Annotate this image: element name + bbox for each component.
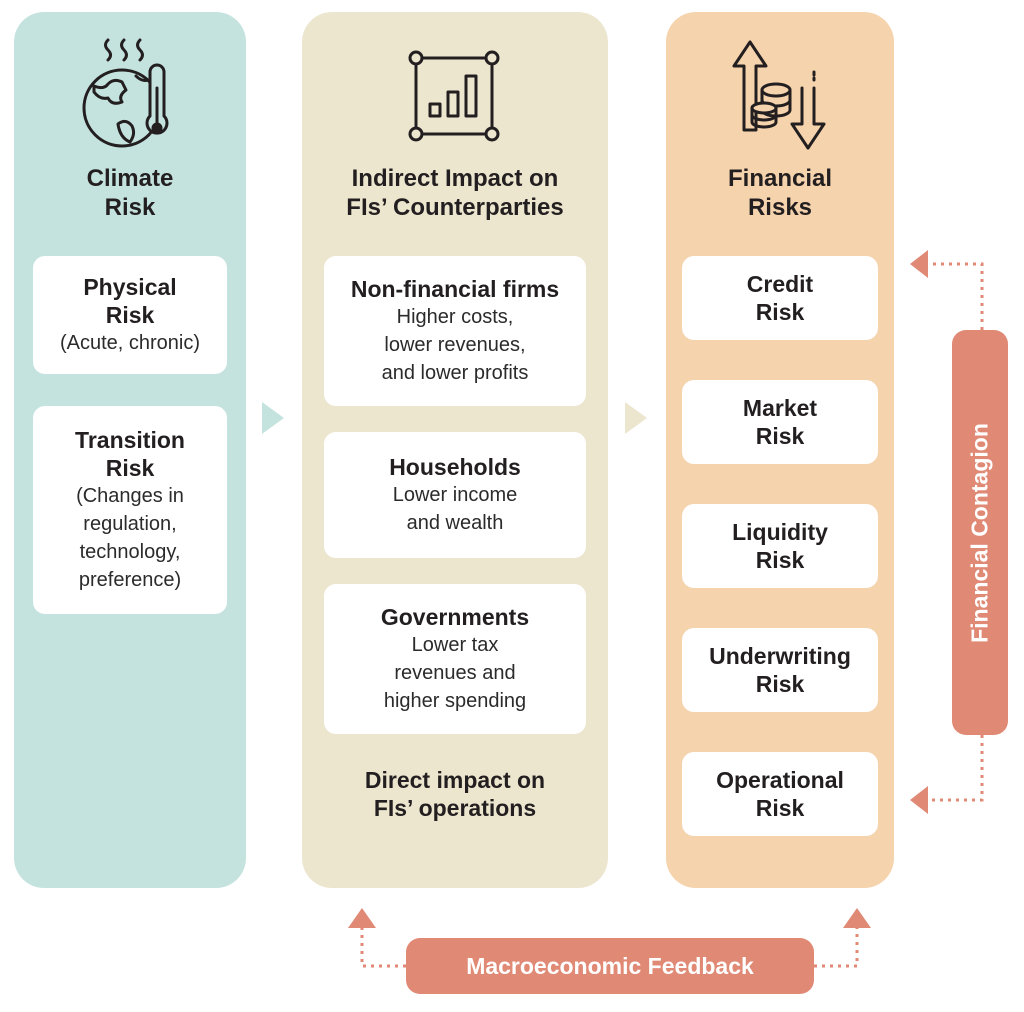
arrow-up-icon [348, 908, 376, 928]
market-risk-title: Market Risk [742, 395, 818, 449]
households-desc: Lower income and wealth [392, 484, 518, 534]
arrow-left-icon [910, 250, 928, 278]
climate-risk-column: Climate Risk Physical Risk (Acute, chron… [14, 12, 246, 888]
physical-risk-card: Physical Risk (Acute, chronic) [33, 256, 227, 374]
indirect-impact-title: Indirect Impact on FIs’ Counterparties [346, 165, 564, 221]
transition-risk-card: Transition Risk (Changes in regulation, … [33, 406, 227, 614]
indirect-impact-column: Indirect Impact on FIs’ Counterparties N… [302, 12, 608, 888]
credit-risk-card: Credit Risk [682, 256, 878, 340]
households-card: Households Lower income and wealth [324, 432, 586, 558]
arrow-left-icon [910, 786, 928, 814]
underwriting-risk-title: Underwriting Risk [709, 643, 851, 697]
transition-risk-title: Transition Risk [75, 427, 185, 481]
macroeconomic-feedback-text: Macroeconomic Feedback [466, 952, 754, 979]
households-title: Households [389, 454, 521, 480]
financial-risks-column: Financial Risks Credit Risk Market Risk … [666, 12, 894, 888]
climate-risk-title: Climate Risk [86, 165, 174, 221]
non-financial-firms-card: Non-financial firms Higher costs, lower … [324, 256, 586, 406]
non-financial-firms-title: Non-financial firms [350, 276, 560, 302]
physical-risk-desc: (Acute, chronic) [59, 332, 201, 354]
liquidity-risk-card: Liquidity Risk [682, 504, 878, 588]
bar-chart-icon [408, 50, 500, 142]
operational-risk-title: Operational Risk [716, 767, 844, 821]
financial-risks-title: Financial Risks [727, 165, 833, 221]
direct-impact-label: Direct impact on FIs’ operations [364, 767, 546, 821]
non-financial-firms-desc: Higher costs, lower revenues, and lower … [381, 306, 529, 384]
governments-card: Governments Lower tax revenues and highe… [324, 584, 586, 734]
governments-desc: Lower tax revenues and higher spending [383, 634, 527, 712]
underwriting-risk-card: Underwriting Risk [682, 628, 878, 712]
globe-thermometer-icon [82, 38, 169, 148]
financial-contagion-text: Financial Contagion [966, 422, 993, 643]
liquidity-risk-title: Liquidity Risk [732, 519, 828, 573]
coins-arrows-icon [732, 40, 826, 150]
financial-contagion-label: Financial Contagion [952, 330, 1008, 735]
physical-risk-title: Physical Risk [83, 274, 177, 328]
operational-risk-card: Operational Risk [682, 752, 878, 836]
market-risk-card: Market Risk [682, 380, 878, 464]
transition-risk-desc: (Changes in regulation, technology, pref… [76, 485, 184, 591]
credit-risk-title: Credit Risk [746, 271, 814, 325]
chevron-right-icon [262, 402, 284, 434]
chevron-right-icon [625, 402, 647, 434]
governments-title: Governments [380, 604, 530, 630]
macroeconomic-feedback-label: Macroeconomic Feedback [406, 938, 814, 994]
arrow-up-icon [843, 908, 871, 928]
